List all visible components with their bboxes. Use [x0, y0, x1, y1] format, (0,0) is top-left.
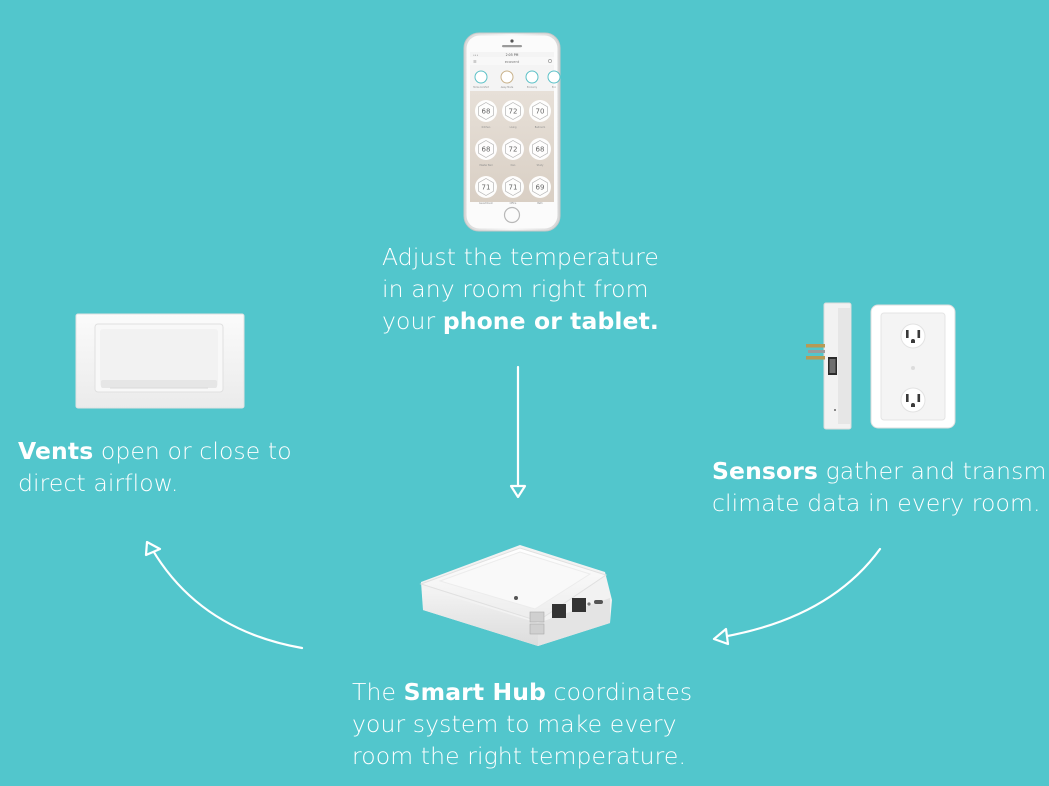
mode-selector: Home Comfort Away Mode Economy Eco: [473, 70, 561, 89]
mode-label: Away Mode: [501, 86, 514, 89]
vents-caption-line-1: Vents open or close to: [18, 435, 292, 467]
room-temperature: 72: [509, 107, 518, 115]
svg-text:•••: •••: [473, 53, 479, 57]
room-temperature: 71: [509, 183, 518, 191]
phone-caption-line-1: Adjust the temperature: [382, 243, 659, 271]
room-label: Den: [511, 164, 516, 167]
sensor-device: [806, 302, 956, 430]
hub-caption: The Smart Hub coordinates your system to…: [352, 676, 692, 772]
phone-caption: Adjust the temperature in any room right…: [382, 241, 659, 337]
room-label: Office: [510, 202, 517, 205]
hub-caption-line-2: your system to make every: [352, 710, 677, 738]
sensors-caption-line-1: Sensors gather and transmit: [712, 455, 1049, 487]
room-label: Kitchen: [482, 126, 491, 129]
hub-device: [419, 545, 612, 646]
vents-caption-bold: Vents: [18, 437, 94, 465]
phone-caption-line-2: in any room right from: [382, 275, 649, 303]
room-label: Living: [510, 126, 517, 129]
room-temperature: 69: [536, 183, 545, 191]
mode-label: Home Comfort: [473, 86, 489, 89]
arrow-sensor-to-hub: [712, 547, 882, 646]
vents-caption-line-2: direct airflow.: [18, 469, 179, 497]
room-temperature: 70: [536, 107, 545, 115]
mode-label: Eco: [552, 86, 557, 89]
sensors-caption-line-1-rest: gather and transmit: [818, 457, 1049, 485]
phone-screen: ••• 2:05 PM ≡ ecovent Home Comfort Away M…: [470, 52, 561, 205]
room-temperature: 72: [509, 145, 518, 153]
vents-caption-line-1-rest: open or close to: [93, 437, 292, 465]
room-temperature: 71: [482, 183, 491, 191]
mode-label: Economy: [527, 86, 538, 89]
phone-caption-line-3: your phone or tablet.: [382, 305, 659, 337]
room-temperature: 68: [482, 107, 491, 115]
sensors-caption-bold: Sensors: [712, 457, 819, 485]
mode-button: Eco: [547, 70, 561, 89]
room-temperature: 68: [536, 145, 545, 153]
mode-button: Economy: [525, 70, 539, 89]
settings-icon: [548, 59, 552, 63]
hub-caption-line-1-rest: coordinates: [545, 678, 693, 706]
sensors-caption: Sensors gather and transmit climate data…: [712, 455, 1049, 519]
home-button: [503, 206, 521, 224]
room-label: Guest Room: [479, 202, 494, 205]
mode-button: Away Mode: [500, 70, 514, 89]
room-label: Master Bed: [479, 164, 493, 167]
hub-caption-line-3: room the right temperature.: [352, 742, 687, 770]
room-label: Bath: [537, 202, 543, 205]
hub-caption-bold: Smart Hub: [403, 678, 546, 706]
menu-icon: ≡: [473, 60, 477, 65]
vents-caption: Vents open or close to direct airflow.: [18, 435, 292, 499]
hub-caption-line-1: The Smart Hub coordinates: [352, 676, 692, 708]
room-label: Bedroom: [535, 126, 546, 129]
phone-caption-bold: phone or tablet.: [442, 307, 659, 335]
room-temperature: 68: [482, 145, 491, 153]
mode-button: Home Comfort: [473, 70, 489, 89]
arrow-phone-to-hub: [509, 365, 527, 499]
phone-status-time: 2:05 PM: [506, 53, 519, 57]
arrow-hub-to-vents: [144, 540, 304, 650]
hub-caption-line-1-pre: The: [352, 678, 404, 706]
room-label: Study: [537, 164, 544, 167]
sensors-caption-line-2: climate data in every room.: [712, 489, 1041, 517]
vent-device: [75, 313, 245, 409]
phone-device: ••• 2:05 PM ≡ ecovent Home Comfort Away M…: [463, 32, 561, 232]
phone-app-name: ecovent: [505, 60, 520, 64]
phone-caption-line-3-pre: your: [382, 307, 443, 335]
